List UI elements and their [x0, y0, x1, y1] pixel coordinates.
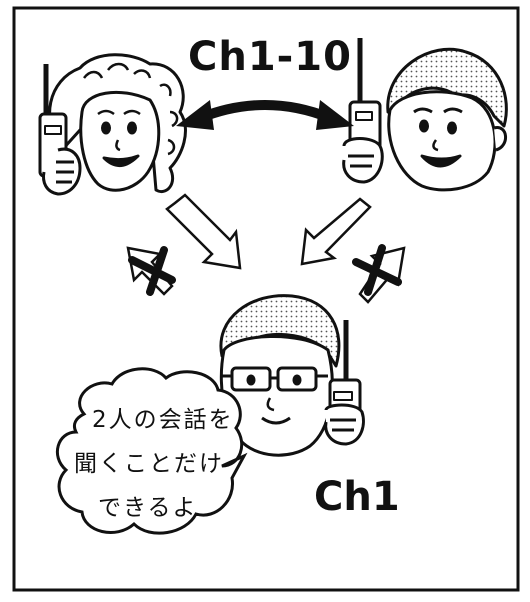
speech-bubble-line-1: 2人の会話を	[92, 407, 234, 433]
arrow-left-to-listener	[165, 193, 242, 270]
bottom-channel-label: Ch1	[314, 474, 400, 520]
man-face	[387, 90, 497, 192]
man-hand	[342, 137, 384, 184]
double-arrow	[176, 100, 354, 130]
man-hair	[386, 47, 508, 128]
cross-right	[352, 244, 402, 296]
arrow-right-to-listener	[300, 197, 372, 266]
glasses-man-hand	[324, 403, 365, 446]
glasses-man-figure	[219, 294, 365, 457]
man-figure	[342, 38, 508, 192]
cross-left	[128, 246, 176, 296]
top-channel-label: Ch1-10	[188, 34, 352, 80]
woman-face	[79, 90, 161, 192]
woman-figure	[38, 53, 187, 196]
speech-bubble-line-3: できるよ	[98, 495, 198, 521]
speech-bubble-line-2: 聞くことだけ	[74, 451, 224, 477]
woman-hand	[42, 147, 82, 196]
speech-bubble	[55, 367, 248, 535]
